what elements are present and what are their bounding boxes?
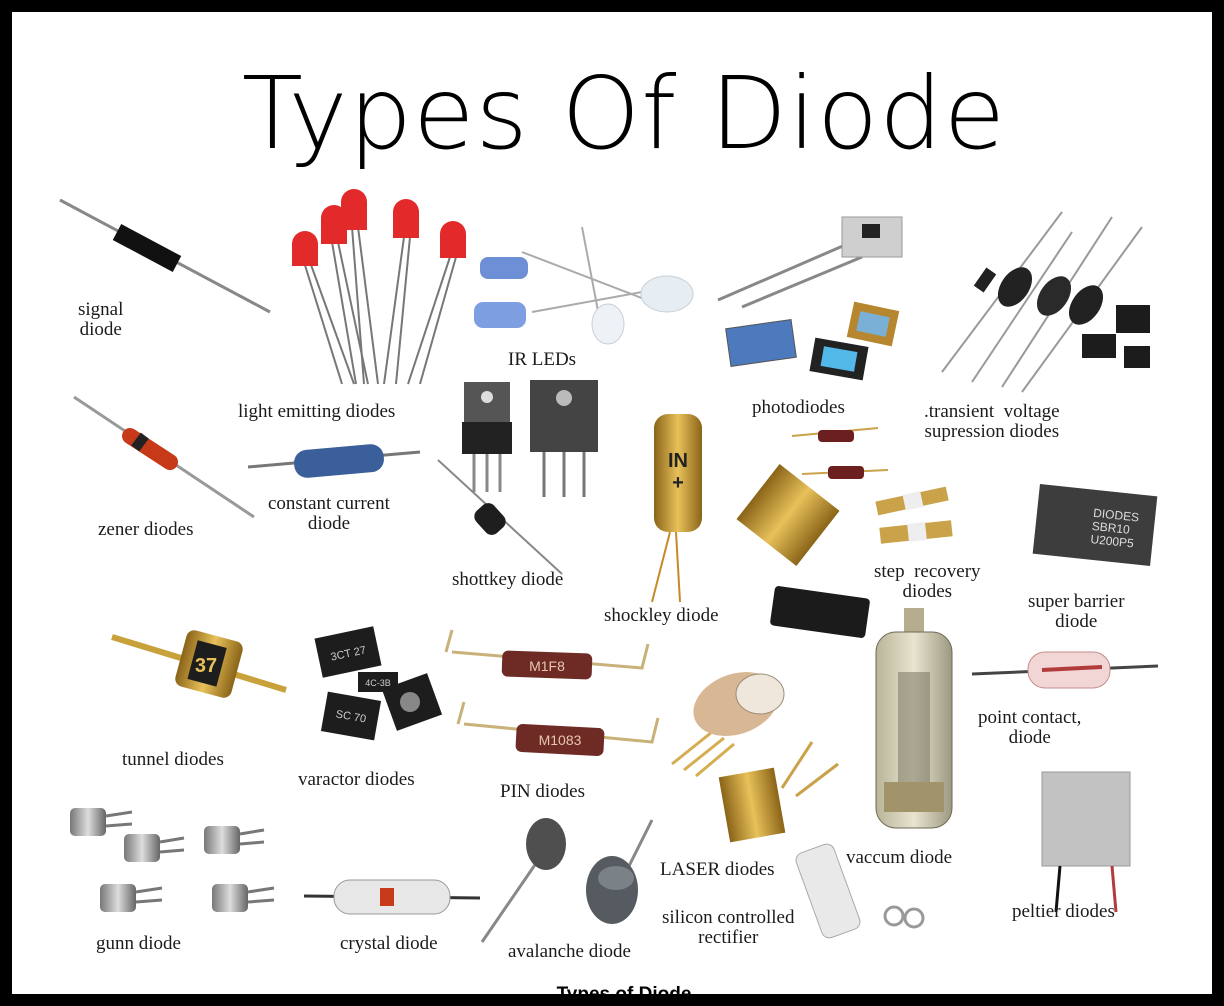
label-signal-diode: signal diode (78, 299, 124, 340)
label-pin-diodes: PIN diodes (500, 781, 585, 802)
led-image (292, 189, 466, 385)
super-barrier-diode-image: DIODESSBR10U200P5 (1032, 484, 1158, 566)
photodiode-image (717, 216, 903, 381)
signal-diode-image (59, 198, 271, 314)
vaccum-diode-image (875, 608, 953, 829)
peltier-diode-image (1041, 771, 1131, 913)
label-step-recovery-diodes: step recovery diodes (874, 561, 981, 602)
gunn-diode-image (70, 808, 275, 912)
label-tunnel-diodes: tunnel diodes (122, 749, 224, 770)
ir-led-image (474, 226, 694, 345)
label-silicon-controlled-rectifier: silicon controlled rectifier (662, 907, 795, 948)
label-gunn-diode: gunn diode (96, 933, 181, 954)
zener-diode-image (73, 395, 255, 519)
avalanche-diode-image (480, 818, 654, 943)
label-point-contact-diode: point contact, diode (978, 707, 1082, 748)
shottkey-diode-image (437, 380, 598, 575)
label-constant-current-diode: constant current diode (268, 493, 390, 534)
constant-current-diode-image (247, 444, 421, 478)
tunnel-mark: 37 (195, 655, 217, 677)
varactor-diode-image: 3CT 27 4C-3B SC 70 (314, 626, 443, 741)
page-title: Types Of Diode (241, 55, 1007, 172)
label-tvs-diodes: .transient voltage supression diodes (924, 401, 1060, 442)
label-shockley-diode: shockley diode (604, 605, 719, 626)
label-ir-leds: IR LEDs (508, 349, 577, 370)
point-contact-diode-image (971, 651, 1159, 689)
image-caption: Types of Diode (556, 984, 692, 1005)
label-peltier-diodes: peltier diodes (1012, 901, 1115, 922)
crystal-diode-image (303, 879, 481, 915)
label-crystal-diode: crystal diode (340, 933, 438, 954)
super-barrier-mark: DIODESSBR10U200P5 (1090, 506, 1140, 551)
shockley-diode-image: IN+ (651, 414, 702, 603)
diode-illustrations: IN+ DIODESSBR10U200P5 37 (59, 189, 1159, 943)
label-vaccum-diode: vaccum diode (846, 847, 953, 868)
tunnel-diode-image: 37 (111, 630, 287, 698)
label-varactor-diodes: varactor diodes (298, 769, 415, 790)
scr-image (795, 843, 925, 939)
label-zener-diodes: zener diodes (98, 519, 194, 540)
shockley-mark-1: IN+ (668, 450, 688, 494)
tvs-diode-image (941, 211, 1150, 393)
step-recovery-diode-image (736, 427, 953, 638)
varactor-mark-c: SC 70 (335, 708, 367, 725)
label-photodiodes: photodiodes (752, 397, 845, 418)
label-super-barrier-diode: super barrier diode (1028, 591, 1125, 632)
pin-mark-top: M1F8 (529, 658, 565, 674)
pin-mark-bottom: M1083 (539, 732, 582, 748)
laser-diode-image (671, 672, 839, 843)
label-avalanche-diode: avalanche diode (508, 941, 631, 962)
pin-diode-image: M1F8 M1083 (444, 629, 660, 756)
label-light-emitting-diodes: light emitting diodes (238, 401, 396, 422)
label-shottkey-diode: shottkey diode (452, 569, 564, 590)
label-laser-diodes: LASER diodes (660, 859, 775, 880)
varactor-mark-b: 4C-3B (365, 678, 391, 688)
